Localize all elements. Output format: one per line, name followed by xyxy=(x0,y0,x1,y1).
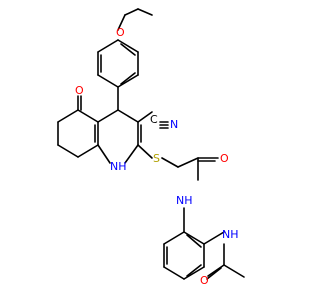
bond-ch2-co xyxy=(177,157,199,168)
bond-c2-s xyxy=(137,144,153,159)
bond-c8-c8a xyxy=(77,144,99,158)
atom-labels: O O C N S NH O NH NH O xyxy=(75,26,239,287)
bond-lines xyxy=(57,8,245,280)
bond-s-ch2 xyxy=(161,157,179,168)
bond-c5-c6 xyxy=(57,109,79,123)
atom-nh-ring: NH xyxy=(110,160,127,173)
bond-ring2-f2 xyxy=(186,234,202,248)
bond-acetyl-ch3 xyxy=(223,264,245,278)
bond-phenyl-f2 xyxy=(120,43,136,56)
atom-nh-amide: NH xyxy=(176,194,193,207)
bond-ethyl-1 xyxy=(137,8,153,16)
bond-phenyl-c xyxy=(97,74,119,88)
bond-acetyl-co-double xyxy=(206,267,222,280)
bond-c2-n1 xyxy=(124,144,139,164)
bond-ether-o-ring xyxy=(117,14,126,31)
bond-phenyl-d xyxy=(117,74,139,88)
bond-acetyl-co xyxy=(207,264,225,277)
bond-ring2-nh xyxy=(203,231,225,245)
molecule-svg: O O C N S NH O NH NH O xyxy=(57,8,245,287)
atom-s: S xyxy=(153,152,160,165)
bond-c7-c8 xyxy=(57,144,79,158)
bond-c4a-c4 xyxy=(97,109,119,123)
atom-nh-acetamide: NH xyxy=(222,228,239,241)
bond-c3-cn xyxy=(137,111,153,123)
bond-phenyl-d2 xyxy=(120,72,136,85)
atom-c-nitrile: C xyxy=(150,113,158,126)
molecule-diagram: O O C N S NH O NH NH O xyxy=(57,8,245,287)
bond-ethyl-2 xyxy=(124,8,139,16)
atom-o-acetamide: O xyxy=(200,274,209,287)
bond-ring2-a xyxy=(163,231,185,245)
bond-n1-c8a xyxy=(97,144,111,164)
bond-ring2-d2 xyxy=(186,264,202,277)
atom-o-ether: O xyxy=(116,26,125,39)
bond-c4a-c5 xyxy=(77,109,99,123)
bond-c4-c3 xyxy=(117,109,139,123)
bond-ring2-d xyxy=(183,266,205,280)
atom-n-nitrile: N xyxy=(170,118,178,131)
atom-o-ketone: O xyxy=(75,84,84,97)
bond-ring2-c xyxy=(163,266,185,280)
bond-phenyl-a xyxy=(97,39,119,53)
atom-o-amide: O xyxy=(220,152,229,165)
bond-phenyl-f xyxy=(117,39,139,53)
bond-ring2-f xyxy=(183,231,205,245)
